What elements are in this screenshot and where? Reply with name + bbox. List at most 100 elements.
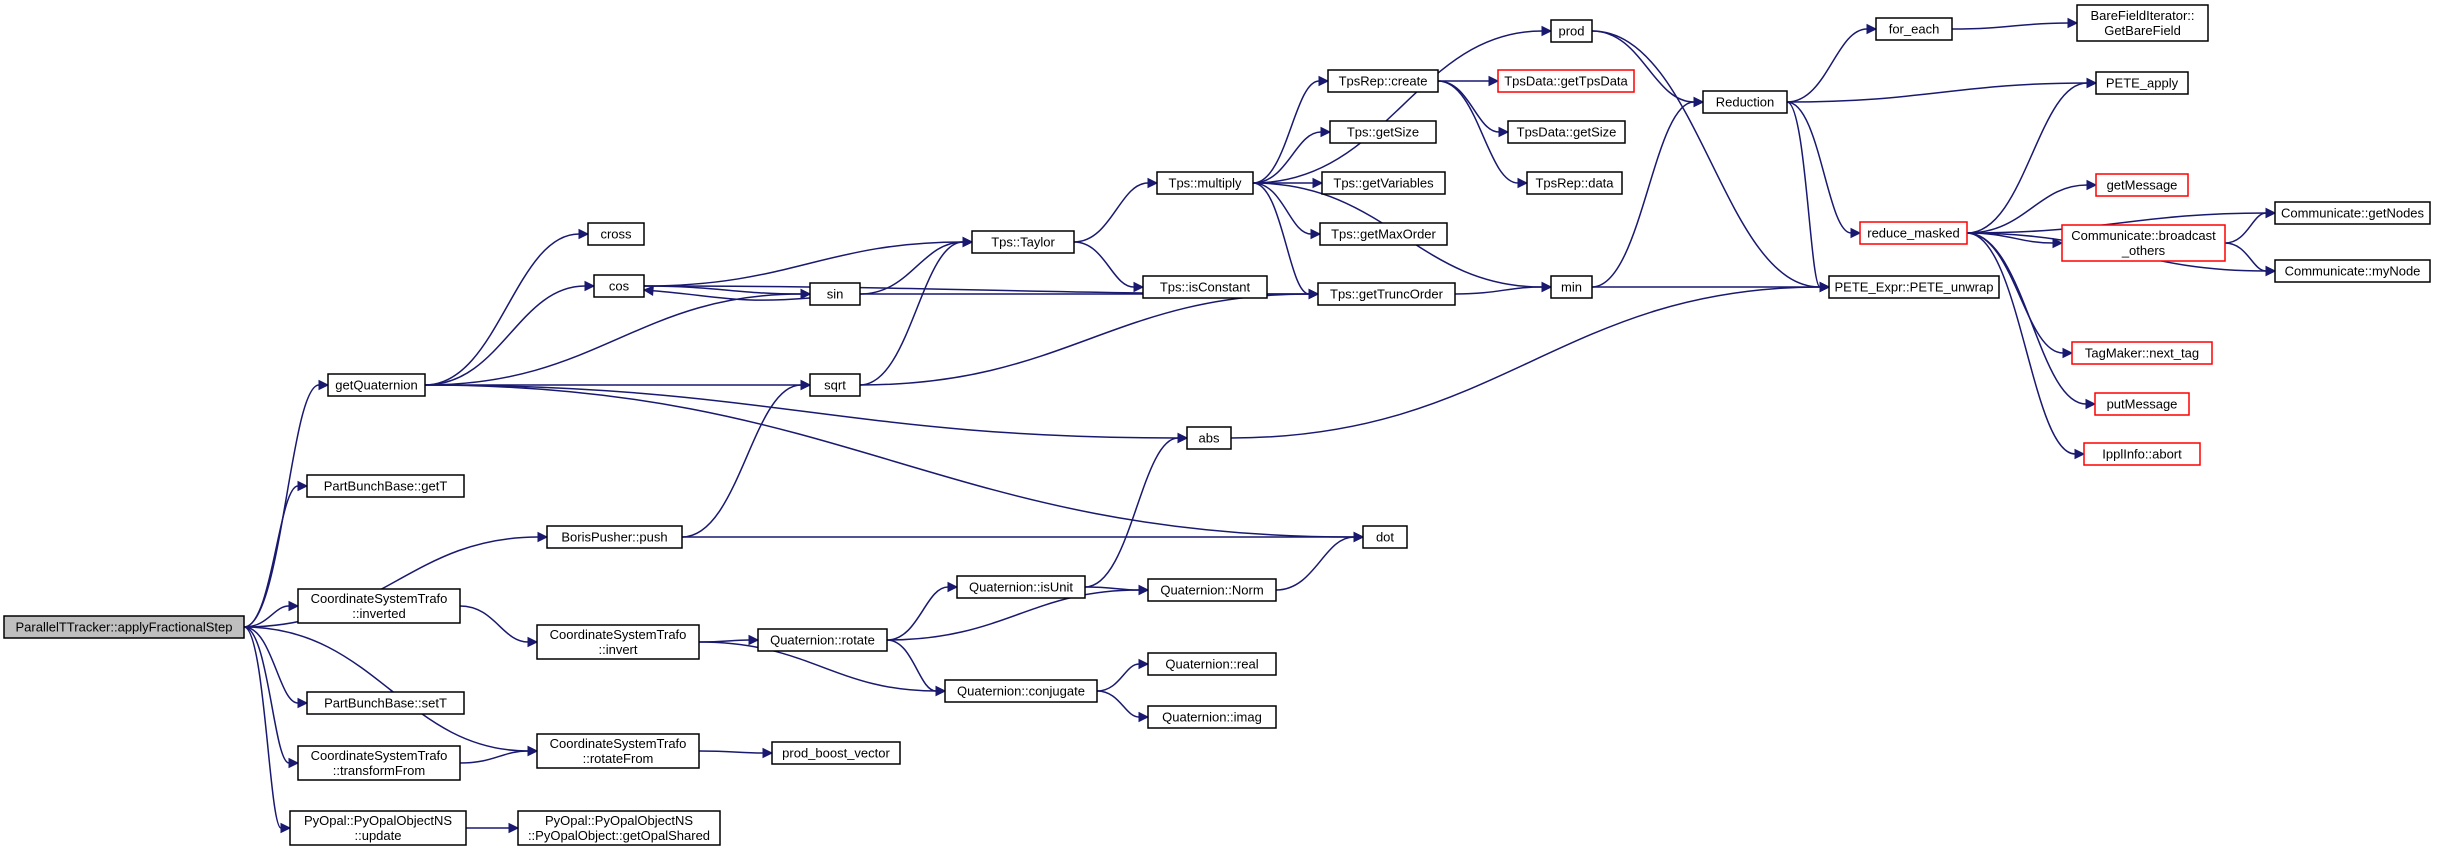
node-box[interactable] xyxy=(1550,19,1593,43)
node-box[interactable] xyxy=(536,733,700,769)
node-tps_getSize[interactable]: Tps::getSize xyxy=(1329,120,1437,144)
node-box[interactable] xyxy=(306,474,465,498)
node-q_rotate[interactable]: Quaternion::rotate xyxy=(757,628,888,652)
node-box[interactable] xyxy=(2095,71,2189,95)
node-tps_getTruncOrder[interactable]: Tps::getTruncOrder xyxy=(1317,282,1456,306)
node-sqrt[interactable]: sqrt xyxy=(809,373,861,397)
node-box[interactable] xyxy=(289,810,467,846)
node-box[interactable] xyxy=(2071,341,2213,365)
node-box[interactable] xyxy=(771,741,901,765)
node-sin[interactable]: sin xyxy=(809,282,861,306)
node-box[interactable] xyxy=(546,525,683,549)
node-box[interactable] xyxy=(2094,392,2190,416)
node-prod_boost[interactable]: prod_boost_vector xyxy=(771,741,901,765)
node-ipplinfo_abort[interactable]: IpplInfo::abort xyxy=(2083,442,2201,466)
node-tpsdata_getTpsData[interactable]: TpsData::getTpsData xyxy=(1497,69,1635,93)
node-box[interactable] xyxy=(1507,120,1626,144)
node-cst_invert[interactable]: CoordinateSystemTrafo::invert xyxy=(536,624,700,660)
node-box[interactable] xyxy=(1550,275,1593,299)
node-cst_transformFrom[interactable]: CoordinateSystemTrafo::transformFrom xyxy=(297,745,461,781)
node-boris_push[interactable]: BorisPusher::push xyxy=(546,525,683,549)
node-q_isUnit[interactable]: Quaternion::isUnit xyxy=(956,575,1086,599)
node-box[interactable] xyxy=(1702,90,1788,114)
node-pbb_setT[interactable]: PartBunchBase::setT xyxy=(306,691,465,715)
node-pete_apply[interactable]: PETE_apply xyxy=(2095,71,2189,95)
node-box[interactable] xyxy=(956,575,1086,599)
node-box[interactable] xyxy=(536,624,700,660)
node-abs[interactable]: abs xyxy=(1186,426,1232,450)
node-box[interactable] xyxy=(1497,69,1635,93)
node-box[interactable] xyxy=(297,745,461,781)
node-box[interactable] xyxy=(1526,171,1623,195)
node-pyopal_update[interactable]: PyOpal::PyOpalObjectNS::update xyxy=(289,810,467,846)
node-getQuaternion[interactable]: getQuaternion xyxy=(327,373,426,397)
node-box[interactable] xyxy=(1186,426,1232,450)
node-box[interactable] xyxy=(1875,17,1953,41)
node-box[interactable] xyxy=(2083,442,2201,466)
node-box[interactable] xyxy=(3,615,245,639)
node-box[interactable] xyxy=(2274,259,2431,283)
node-box[interactable] xyxy=(809,282,861,306)
node-box[interactable] xyxy=(1321,171,1446,195)
node-box[interactable] xyxy=(2076,4,2209,42)
node-box[interactable] xyxy=(587,222,645,246)
node-box[interactable] xyxy=(2061,224,2226,262)
node-cross[interactable]: cross xyxy=(587,222,645,246)
node-q_norm[interactable]: Quaternion::Norm xyxy=(1147,578,1277,602)
node-box[interactable] xyxy=(944,679,1098,703)
node-box[interactable] xyxy=(593,274,645,298)
node-min[interactable]: min xyxy=(1550,275,1593,299)
node-box[interactable] xyxy=(1828,275,2000,299)
node-tps_getVariables[interactable]: Tps::getVariables xyxy=(1321,171,1446,195)
node-bfi_getBareField[interactable]: BareFieldIterator::GetBareField xyxy=(2076,4,2209,42)
node-box[interactable] xyxy=(971,230,1075,254)
node-pbb_getT[interactable]: PartBunchBase::getT xyxy=(306,474,465,498)
node-box[interactable] xyxy=(2095,173,2189,197)
node-tagmaker_next[interactable]: TagMaker::next_tag xyxy=(2071,341,2213,365)
node-box[interactable] xyxy=(2274,201,2431,225)
node-box[interactable] xyxy=(327,373,426,397)
node-q_imag[interactable]: Quaternion::imag xyxy=(1147,705,1277,729)
node-putMessage[interactable]: putMessage xyxy=(2094,392,2190,416)
node-getMessage[interactable]: getMessage xyxy=(2095,173,2189,197)
node-reduction[interactable]: Reduction xyxy=(1702,90,1788,114)
node-cst_inverted[interactable]: CoordinateSystemTrafo::inverted xyxy=(297,588,461,624)
node-box[interactable] xyxy=(1317,282,1456,306)
node-q_conjugate[interactable]: Quaternion::conjugate xyxy=(944,679,1098,703)
node-box[interactable] xyxy=(306,691,465,715)
node-tps_getMaxOrder[interactable]: Tps::getMaxOrder xyxy=(1319,222,1448,246)
node-root[interactable]: ParallelTTracker::applyFractionalStep xyxy=(3,615,245,639)
node-tps_multiply[interactable]: Tps::multiply xyxy=(1156,171,1254,195)
node-comm_broadcast[interactable]: Communicate::broadcast_others xyxy=(2061,224,2226,262)
node-box[interactable] xyxy=(1859,221,1968,245)
node-q_real[interactable]: Quaternion::real xyxy=(1147,652,1277,676)
node-pete_unwrap[interactable]: PETE_Expr::PETE_unwrap xyxy=(1828,275,2000,299)
node-box[interactable] xyxy=(809,373,861,397)
node-box[interactable] xyxy=(1147,578,1277,602)
node-prod[interactable]: prod xyxy=(1550,19,1593,43)
node-dot[interactable]: dot xyxy=(1362,525,1408,549)
node-box[interactable] xyxy=(517,810,721,846)
node-box[interactable] xyxy=(1319,222,1448,246)
node-box[interactable] xyxy=(1142,275,1268,299)
node-box[interactable] xyxy=(1147,705,1277,729)
node-tps_isConstant[interactable]: Tps::isConstant xyxy=(1142,275,1268,299)
node-comm_getNodes[interactable]: Communicate::getNodes xyxy=(2274,201,2431,225)
node-tps_taylor[interactable]: Tps::Taylor xyxy=(971,230,1075,254)
node-tpsdata_getSize[interactable]: TpsData::getSize xyxy=(1507,120,1626,144)
node-for_each[interactable]: for_each xyxy=(1875,17,1953,41)
node-box[interactable] xyxy=(1156,171,1254,195)
node-box[interactable] xyxy=(757,628,888,652)
node-box[interactable] xyxy=(1362,525,1408,549)
node-tpsrep_data[interactable]: TpsRep::data xyxy=(1526,171,1623,195)
node-pyopal_getShared[interactable]: PyOpal::PyOpalObjectNS::PyOpalObject::ge… xyxy=(517,810,721,846)
node-cos[interactable]: cos xyxy=(593,274,645,298)
node-box[interactable] xyxy=(1147,652,1277,676)
node-box[interactable] xyxy=(1327,69,1439,93)
node-tpsrep_create[interactable]: TpsRep::create xyxy=(1327,69,1439,93)
node-cst_rotateFrom[interactable]: CoordinateSystemTrafo::rotateFrom xyxy=(536,733,700,769)
node-box[interactable] xyxy=(1329,120,1437,144)
node-reduce_masked[interactable]: reduce_masked xyxy=(1859,221,1968,245)
node-box[interactable] xyxy=(297,588,461,624)
node-comm_myNode[interactable]: Communicate::myNode xyxy=(2274,259,2431,283)
